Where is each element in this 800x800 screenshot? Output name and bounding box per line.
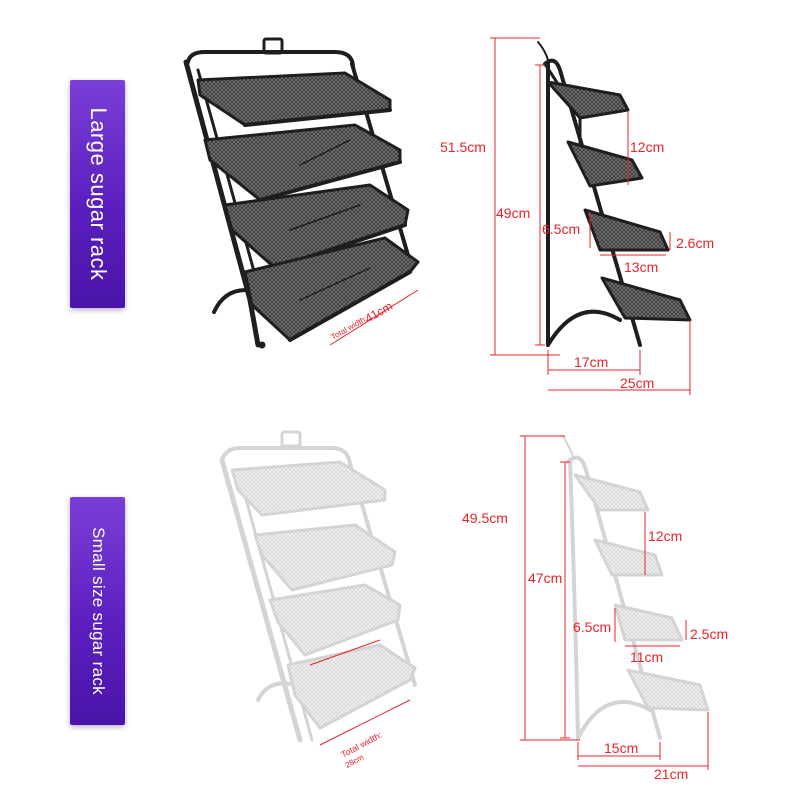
large-base-inner: 17cm	[574, 354, 608, 370]
small-height-total: 49.5cm	[462, 510, 508, 526]
small-rack-label: Small size sugar rack	[70, 497, 125, 725]
small-shelf-spacing: 12cm	[648, 528, 682, 544]
large-rack-front-view	[183, 37, 420, 349]
large-shelf-depth: 6.5cm	[542, 221, 580, 237]
large-base-outer: 25cm	[620, 375, 654, 391]
large-side-dimensions	[490, 37, 691, 395]
small-shelf-depth: 6.5cm	[573, 619, 611, 635]
small-side-dimensions	[520, 435, 709, 770]
small-shelf-4	[286, 643, 417, 730]
large-shelf-4	[243, 236, 420, 342]
small-rack-side-view	[562, 435, 710, 740]
small-height-frame: 47cm	[528, 570, 562, 586]
large-front-width-caption: Total width:	[330, 314, 369, 342]
large-height-total: 51.5cm	[440, 139, 486, 155]
small-shelf-2	[253, 523, 397, 592]
large-shelf-length: 13cm	[624, 259, 658, 275]
large-shelf-lip: 2.6cm	[676, 235, 714, 251]
small-base-outer: 21cm	[654, 766, 688, 782]
small-shelf-length: 11cm	[630, 649, 663, 665]
small-shelf-3	[268, 583, 402, 657]
large-shelf-spacing: 12cm	[630, 139, 664, 155]
large-shelf-3	[223, 183, 410, 270]
large-shelf-1	[196, 71, 392, 127]
small-rack-front-view	[219, 430, 417, 743]
small-base-inner: 15cm	[604, 740, 638, 756]
large-height-frame: 49cm	[496, 205, 530, 221]
small-shelf-1	[230, 460, 387, 517]
large-rack-side-view	[537, 41, 692, 347]
small-shelf-lip: 2.5cm	[690, 626, 728, 642]
large-shelf-2	[203, 123, 402, 202]
large-rack-label: Large sugar rack	[70, 80, 125, 308]
